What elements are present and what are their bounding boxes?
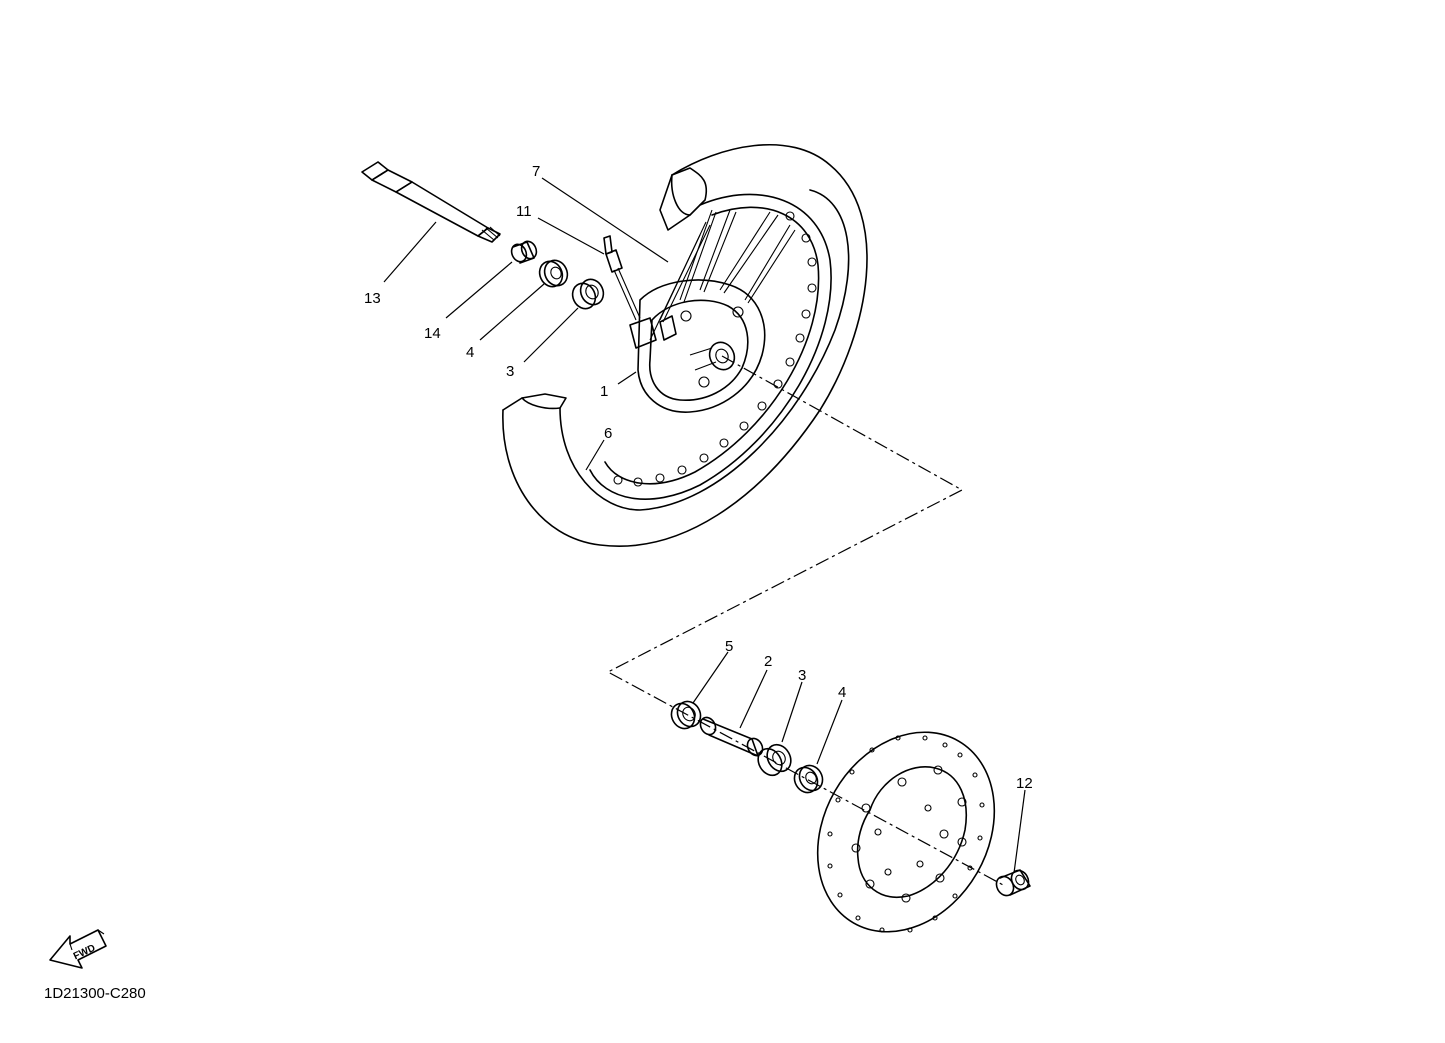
bearing-part-3-lower [757, 743, 792, 777]
callout-5: 5 [725, 638, 733, 655]
callout-3-upper: 3 [506, 363, 514, 380]
callout-4-upper: 4 [466, 344, 474, 361]
brake-disc [816, 731, 996, 933]
callout-4-lower: 4 [838, 684, 846, 701]
callout-14: 14 [424, 325, 441, 342]
leader-lines [383, 177, 1026, 874]
oil-seal-part-5 [670, 700, 702, 730]
valve-part-11 [603, 235, 641, 321]
callout-6: 6 [604, 425, 612, 442]
oil-seal-part-4-upper [538, 259, 569, 288]
callout-12: 12 [1016, 775, 1033, 792]
forward-arrow-icon: FWD [49, 929, 107, 969]
callout-labels: 7 11 13 14 4 3 1 6 5 2 3 4 12 [364, 163, 1033, 792]
callout-2: 2 [764, 653, 772, 670]
collar-part-14 [510, 240, 538, 264]
callout-13: 13 [364, 290, 381, 307]
forward-label: FWD [72, 943, 97, 963]
callout-3-lower: 3 [798, 667, 806, 684]
drawing-code: 1D21300-C280 [44, 985, 146, 1002]
spacer-part-2 [699, 716, 764, 757]
axle-part-13 [361, 161, 501, 243]
callout-7: 7 [532, 163, 540, 180]
bearing-part-3-upper [571, 278, 605, 310]
oil-seal-part-4-lower [793, 764, 824, 794]
wheel-rim [589, 193, 832, 500]
hub-part-1 [629, 279, 766, 413]
callout-1: 1 [600, 383, 608, 400]
assembly-centerlines [606, 355, 1006, 887]
wheel-spokes [649, 209, 796, 341]
tire-part-6 [502, 143, 868, 547]
callout-11: 11 [516, 203, 532, 220]
collar-part-12 [995, 869, 1031, 897]
